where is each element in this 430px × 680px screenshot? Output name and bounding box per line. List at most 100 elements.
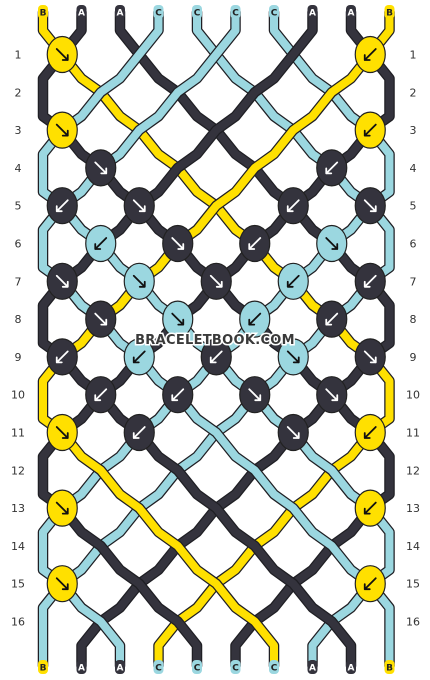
row-number-left: 7 (15, 275, 22, 288)
arrow-down-left-icon (363, 426, 377, 439)
row-number-right: 13 (406, 502, 420, 515)
svg-text:A: A (348, 664, 355, 674)
svg-text:C: C (194, 664, 201, 674)
row-number-left: 4 (15, 162, 22, 175)
row-number-right: 1 (410, 49, 417, 62)
row-number-right: 9 (410, 351, 417, 364)
strand-letter-top: A (115, 5, 125, 19)
arrow-down-right-icon (55, 48, 69, 61)
knot (277, 187, 309, 225)
row-number-left: 5 (15, 200, 22, 213)
arrow-down-left-icon (94, 237, 108, 250)
svg-text:B: B (386, 9, 393, 19)
knot (277, 338, 309, 376)
arrow-down-left-icon (363, 274, 377, 288)
arrow-down-right-icon (55, 426, 69, 439)
row-number-right: 11 (406, 427, 420, 440)
arrow-down-left-icon (132, 426, 146, 439)
strand-letter-bottom: B (38, 660, 48, 674)
svg-text:A: A (348, 9, 355, 19)
knot (162, 376, 194, 414)
row-number-right: 12 (406, 464, 420, 477)
svg-text:A: A (78, 664, 85, 674)
knot (354, 565, 386, 603)
arrow-down-right-icon (132, 274, 146, 288)
arrow-down-left-icon (132, 350, 146, 364)
knot (200, 262, 232, 300)
arrow-down-left-icon (286, 274, 300, 288)
row-number-right: 14 (406, 540, 420, 553)
knot (354, 413, 386, 452)
arrow-down-right-icon (55, 123, 69, 137)
row-number-left: 11 (11, 427, 25, 440)
svg-text:A: A (309, 664, 316, 674)
knot (162, 300, 194, 338)
arrow-down-right-icon (325, 388, 339, 402)
knot (354, 262, 386, 300)
knot (46, 262, 78, 300)
row-number-left: 2 (15, 86, 22, 99)
arrow-down-left-icon (55, 350, 69, 364)
row-number-left: 12 (11, 464, 25, 477)
arrow-down-right-icon (209, 274, 223, 288)
knot (46, 35, 78, 74)
knot (239, 300, 271, 338)
row-number-left: 15 (11, 578, 25, 591)
strand-B (39, 8, 394, 670)
arrow-down-left-icon (363, 501, 377, 515)
svg-text:C: C (232, 664, 239, 674)
arrow-down-left-icon (248, 312, 262, 326)
strand-letter-top: B (38, 5, 48, 19)
row-number-left: 1 (15, 49, 22, 62)
arrow-down-left-icon (363, 577, 377, 591)
watermark-layer: BRACELETBOOK.COM (134, 332, 296, 350)
strand-letter-bottom: A (115, 660, 125, 674)
strand-letter-bottom: A (76, 660, 87, 674)
arrow-down-left-icon (325, 161, 339, 175)
arrow-down-left-icon (248, 237, 262, 250)
arrow-down-right-icon (55, 274, 69, 288)
knot (85, 149, 117, 187)
arrow-down-right-icon (55, 501, 69, 515)
row-number-right: 2 (410, 86, 417, 99)
row-number-right: 7 (410, 275, 417, 288)
knot (46, 338, 78, 376)
watermark-text: BRACELETBOOK.COM (135, 333, 295, 348)
knot (316, 224, 348, 263)
arrow-down-right-icon (248, 388, 262, 402)
row-number-right: 10 (406, 389, 420, 402)
strand-letter-top: A (307, 5, 318, 19)
knot (46, 565, 78, 603)
svg-text:A: A (117, 664, 124, 674)
knot (46, 187, 78, 225)
strand-letter-top: C (192, 5, 202, 19)
arrow-down-right-icon (363, 199, 377, 213)
knot (316, 149, 348, 187)
arrow-down-right-icon (286, 350, 300, 364)
svg-text:C: C (155, 664, 162, 674)
row-number-left: 16 (11, 616, 25, 629)
arrow-down-left-icon (55, 199, 69, 213)
row-number-right: 6 (410, 238, 417, 251)
knot (123, 413, 155, 452)
row-number-left: 6 (15, 238, 22, 251)
knot (85, 376, 117, 414)
row-number-left: 13 (11, 502, 25, 515)
row-number-right: 4 (410, 162, 417, 175)
knot (354, 187, 386, 225)
knot (46, 413, 78, 452)
svg-text:C: C (271, 664, 278, 674)
strand-letter-bottom: C (192, 660, 202, 674)
knot (354, 111, 386, 149)
row-number-left: 10 (11, 389, 25, 402)
row-number-right: 15 (406, 578, 420, 591)
svg-text:C: C (194, 9, 201, 19)
knot (200, 338, 232, 376)
row-number-left: 3 (15, 124, 22, 137)
arrow-down-left-icon (94, 388, 108, 402)
strand-C (39, 8, 394, 670)
knot (46, 111, 78, 149)
row-number-right: 5 (410, 200, 417, 213)
